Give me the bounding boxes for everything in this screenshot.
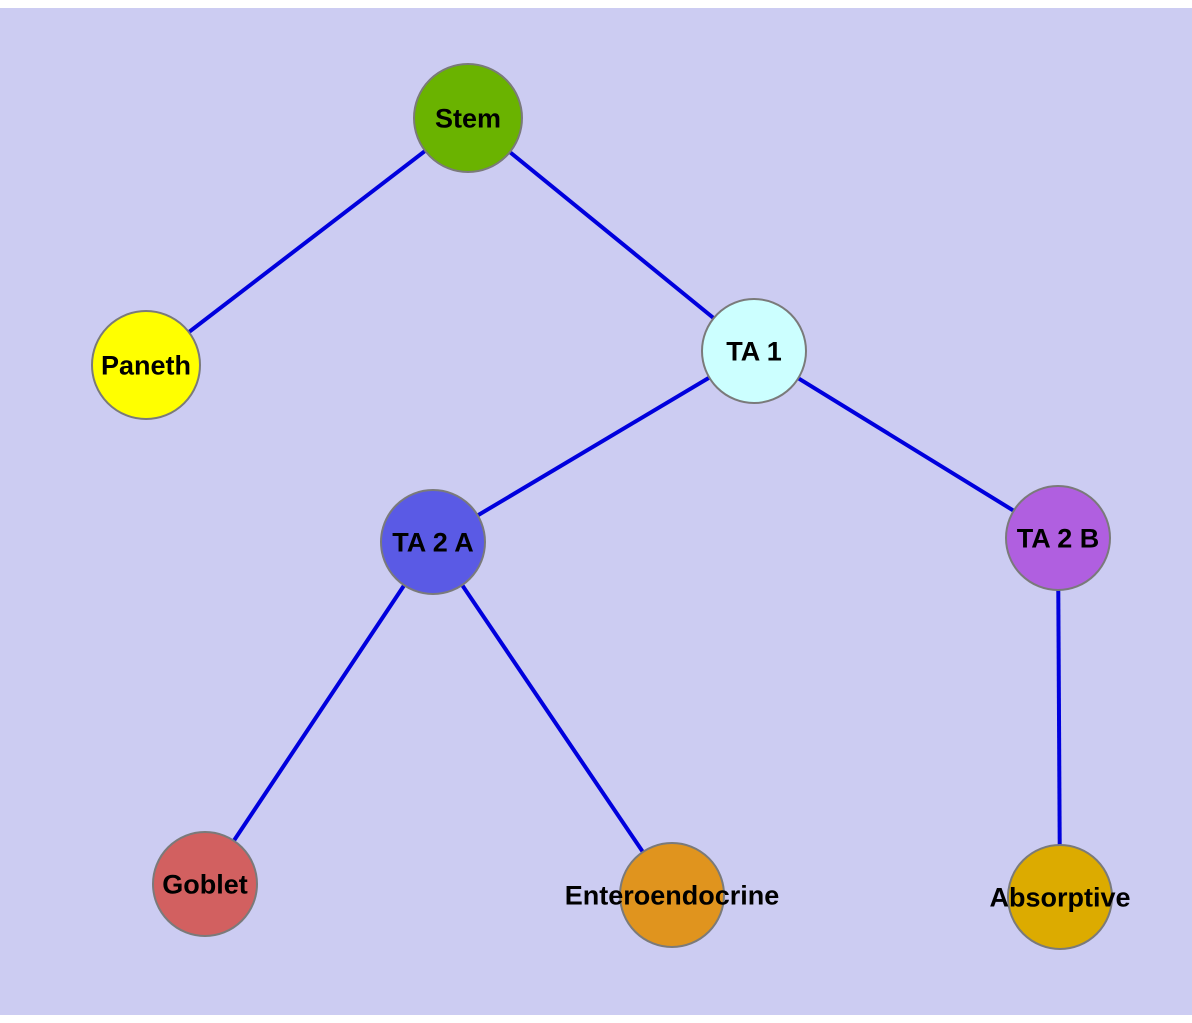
edge-ta2b-absorptive [1056,537,1062,898]
edge-ta2a-enteroendocrine [431,540,674,897]
edge-ta1-ta2a [431,349,756,544]
edge-stem-ta1 [466,116,756,353]
edge-ta1-ta2b [752,349,1060,540]
node-goblet[interactable] [152,831,258,937]
node-absorptive[interactable] [1007,844,1113,950]
node-paneth[interactable] [91,310,201,420]
node-ta2b[interactable] [1005,485,1111,591]
edge-stem-paneth [144,116,470,367]
node-enteroendocrine[interactable] [619,842,725,948]
node-ta2a[interactable] [380,489,486,595]
edge-ta2a-goblet [203,540,435,886]
node-ta1[interactable] [701,298,807,404]
node-stem[interactable] [413,63,523,173]
